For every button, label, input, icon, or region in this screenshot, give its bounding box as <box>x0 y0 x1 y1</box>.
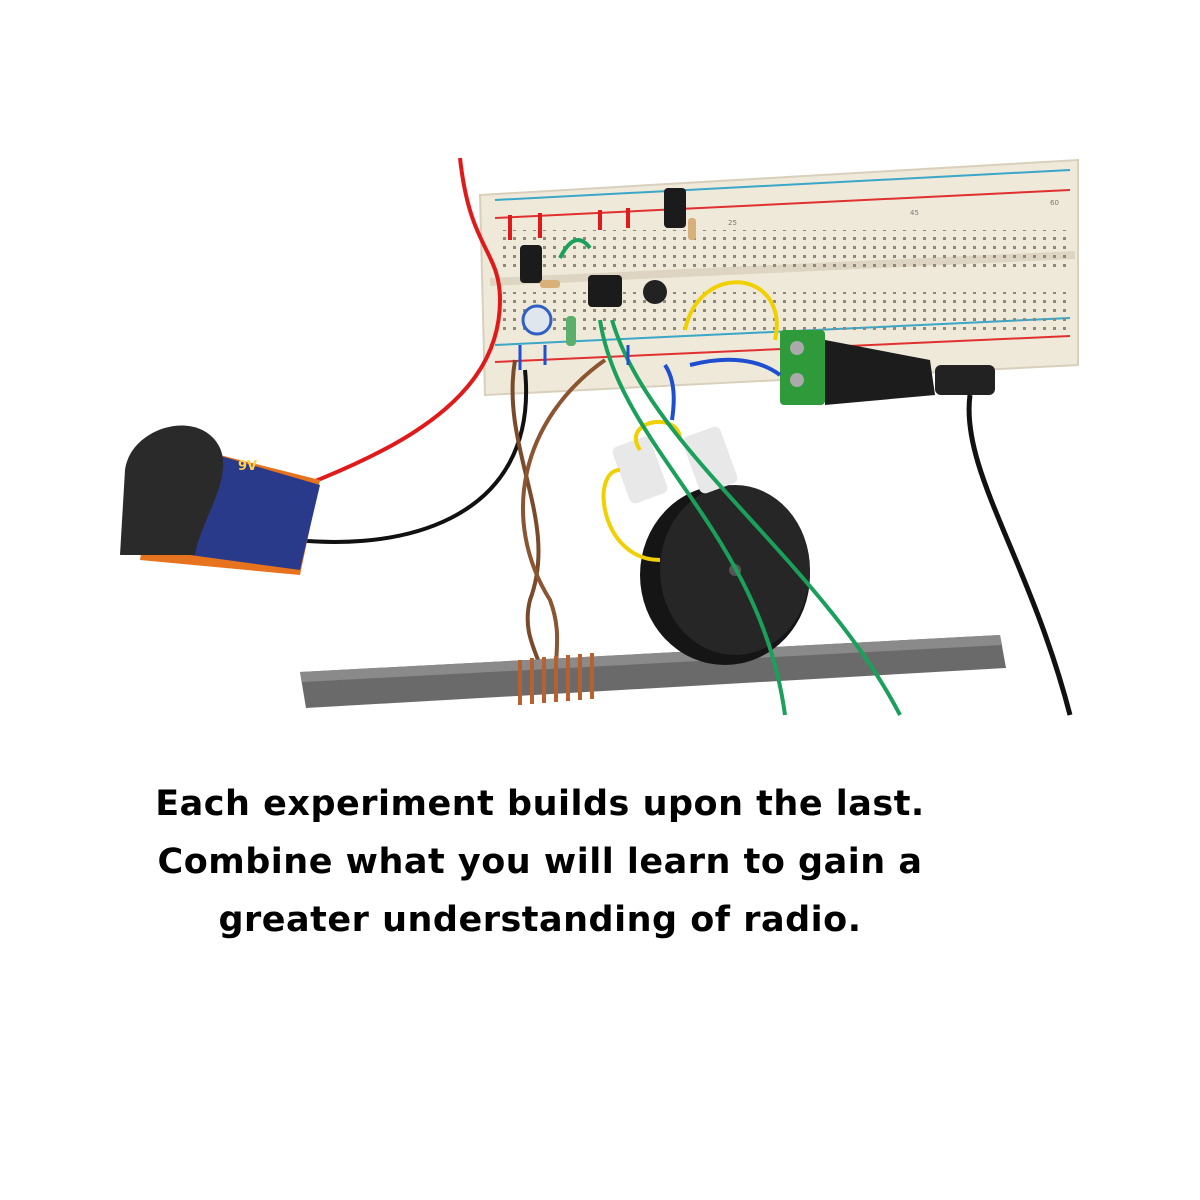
brown-wire <box>521 358 607 691</box>
battery-9v: 9V <box>120 425 320 575</box>
circuit-photo: 25 45 60 9V <box>120 157 1079 716</box>
black-wire <box>259 369 529 544</box>
yellow-wire <box>601 468 661 562</box>
speaker <box>612 426 810 665</box>
blue-wire <box>663 363 676 421</box>
caption-line: Combine what you will learn to gain a <box>157 842 923 882</box>
components <box>508 188 696 346</box>
column-number-label: 60 <box>1050 199 1059 207</box>
ferrite-rod-antenna <box>300 635 1006 708</box>
red-wire <box>209 157 503 522</box>
column-number-label: 45 <box>910 209 919 217</box>
audio-jack-connector <box>780 330 1073 716</box>
caption-line: greater understanding of radio. <box>218 900 862 940</box>
blue-wire <box>518 345 630 370</box>
battery-label: 9V <box>238 459 257 474</box>
breadboard: 25 45 60 <box>478 158 1079 397</box>
green-wire <box>610 319 902 716</box>
green-wire <box>598 319 787 716</box>
caption: Each experiment builds upon the last. Co… <box>140 775 940 949</box>
column-number-label: 25 <box>728 219 737 227</box>
brown-wire <box>510 359 547 691</box>
yellow-wire <box>683 280 779 341</box>
blue-wire <box>689 357 782 377</box>
yellow-wire <box>634 419 682 452</box>
caption-line: Each experiment builds upon the last. <box>155 784 925 824</box>
